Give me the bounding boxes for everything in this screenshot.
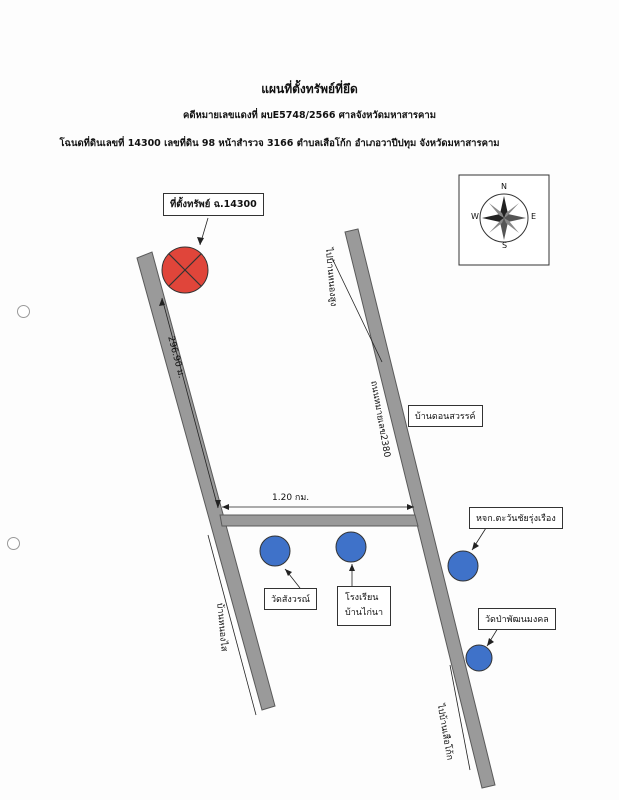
compass-needle xyxy=(489,203,504,218)
compass-needle xyxy=(504,218,519,233)
punch-hole-bottom xyxy=(7,537,20,550)
arrow-head xyxy=(487,638,494,646)
property-marker-x xyxy=(168,253,202,287)
connecting-road xyxy=(219,514,419,527)
compass-needle xyxy=(489,218,504,233)
ban-don-sawan-label: บ้านดอนสวรรค์ xyxy=(408,405,483,427)
compass-needle xyxy=(504,214,526,222)
distance-cross-label: 1.20 กม. xyxy=(272,493,310,503)
nong-sung-direction-line xyxy=(331,257,383,363)
school-label-line2: บ้านไก่นา xyxy=(345,608,384,618)
arrow-head xyxy=(197,237,204,245)
compass-s: S xyxy=(502,241,508,250)
deed-line: โฉนดที่ดินเลขที่ 14300 เลขที่ดิน 98 หน้า… xyxy=(59,138,500,149)
landmark-wat-pa xyxy=(465,644,493,672)
landmark-school xyxy=(335,531,367,563)
compass-needle xyxy=(482,214,504,222)
wat-pa-label: วัดป่าพัฒนมงคล xyxy=(478,608,556,630)
page-title: แผนที่ตั้งทรัพย์ที่ยึด xyxy=(261,82,358,96)
landmark-shop xyxy=(447,550,479,582)
property-label: ที่ตั้งทรัพย์ ฉ.14300 xyxy=(163,193,264,216)
compass-needle xyxy=(500,196,508,218)
compass-w: W xyxy=(471,212,479,221)
compass-needle xyxy=(504,203,519,218)
arrow-head xyxy=(222,504,229,510)
left-road xyxy=(136,251,276,711)
suea-kok-direction-line xyxy=(449,664,471,771)
arrow-head xyxy=(159,298,165,306)
case-line: คดีหมายเลขแดงที่ ผบE5748/2566 ศาลจังหวัด… xyxy=(183,110,436,121)
distance-left-line xyxy=(161,297,219,509)
landmark-wat-sangwon xyxy=(259,535,291,567)
arrow-head xyxy=(472,542,479,550)
wat-sangwon-label: วัดสังวรณ์ xyxy=(264,588,318,610)
arrow-head xyxy=(285,569,292,576)
arrow-head xyxy=(349,564,355,571)
shop-label: หจก.ตะวันชัยรุ่งเรือง xyxy=(469,507,563,529)
arrow-head xyxy=(407,504,414,510)
school-label: โรงเรียน บ้านไก่นา xyxy=(337,586,392,626)
compass-e: E xyxy=(531,212,537,221)
compass-n: N xyxy=(501,182,507,191)
compass-needle xyxy=(500,218,508,240)
nong-sai-direction-line xyxy=(207,534,257,716)
arrow-head xyxy=(215,500,221,508)
school-label-line1: โรงเรียน xyxy=(345,593,379,603)
punch-hole-top xyxy=(17,305,30,318)
highway-road xyxy=(344,228,496,789)
